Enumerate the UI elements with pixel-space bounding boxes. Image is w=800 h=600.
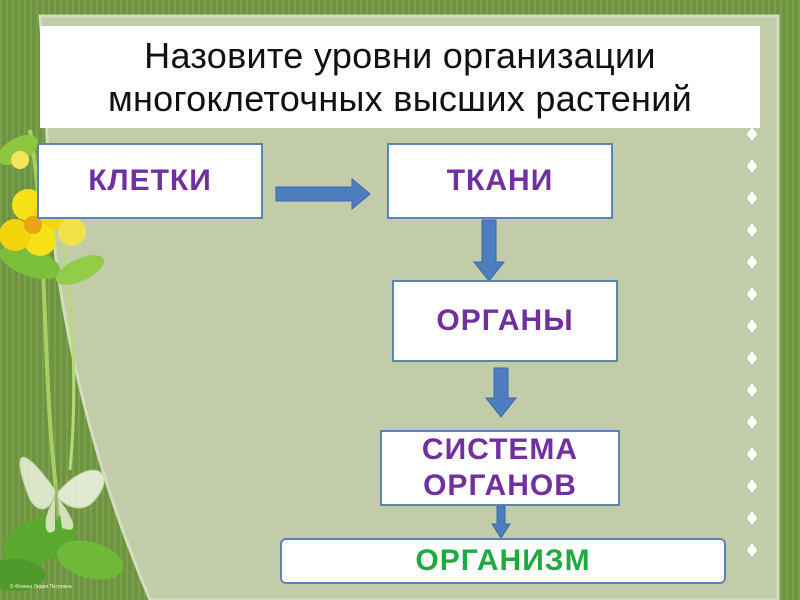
node-organs-label: ОРГАНЫ [436, 304, 574, 337]
copyright-text: © Фокина Лидия Петровна [10, 584, 72, 590]
node-organ-system-label-line-2: ОРГАНОВ [423, 469, 577, 502]
node-cells-label: КЛЕТКИ [88, 164, 212, 197]
title-box: Назовите уровни организации многоклеточн… [40, 26, 760, 128]
node-organ-system-label-line-1: СИСТЕМА [421, 433, 579, 466]
node-organ-system: СИСТЕМА ОРГАНОВ [380, 430, 620, 506]
slide-title-line-2: многоклеточных высших растений [107, 78, 693, 119]
node-tissues: ТКАНИ [387, 143, 613, 219]
node-organism: ОРГАНИЗМ [280, 538, 726, 584]
node-tissues-label: ТКАНИ [446, 164, 554, 197]
node-organism-label: ОРГАНИЗМ [415, 544, 591, 577]
node-organs: ОРГАНЫ [392, 280, 618, 362]
leaf-icon [0, 134, 124, 591]
node-cells: КЛЕТКИ [37, 143, 263, 219]
slide-title-line-1: Назовите уровни организации [144, 35, 656, 76]
